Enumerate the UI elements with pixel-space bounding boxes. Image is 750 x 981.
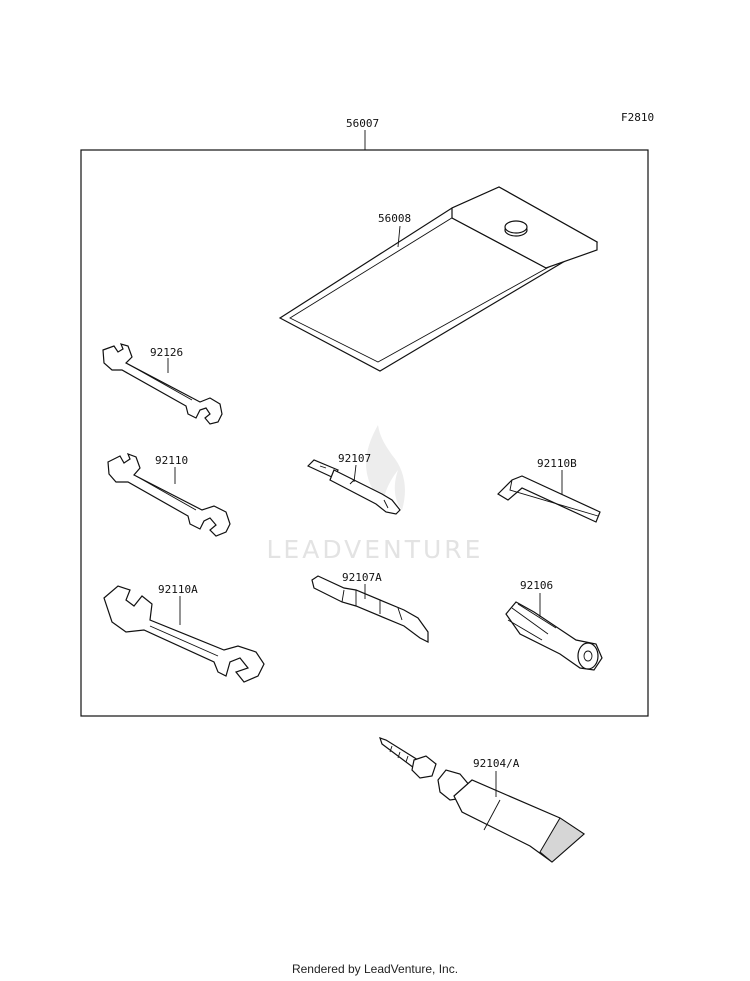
bit-92107A-drawing[interactable]	[311, 575, 429, 643]
handle-92106-drawing[interactable]	[505, 601, 603, 671]
bit-92107-drawing[interactable]	[306, 459, 401, 515]
case-leader-line	[397, 225, 401, 248]
part-label-56008[interactable]: 56008	[378, 212, 411, 225]
wrench-92110-drawing[interactable]	[107, 452, 231, 537]
part-label-92110[interactable]: 92110	[155, 454, 188, 467]
figure-code: F2810	[621, 111, 654, 124]
wrench-92110A-drawing[interactable]	[103, 585, 265, 683]
watermark-logo-icon	[366, 425, 405, 510]
part-label-92107[interactable]: 92107	[338, 452, 371, 465]
watermark-text: LEADVENTURE	[267, 535, 484, 564]
tool-case-drawing[interactable]	[278, 186, 599, 372]
part-label-92106[interactable]: 92106	[520, 579, 553, 592]
footer-credit: Rendered by LeadVenture, Inc.	[291, 962, 459, 976]
part-label-92107A[interactable]: 92107A	[342, 571, 382, 584]
hex-key-92110B-drawing[interactable]	[497, 475, 601, 523]
leader-92107	[353, 464, 357, 483]
part-label-92126[interactable]: 92126	[150, 346, 183, 359]
grease-tube-92104A-drawing[interactable]	[379, 737, 585, 863]
part-label-92104A[interactable]: 92104/A	[473, 757, 520, 770]
part-label-92110B[interactable]: 92110B	[537, 457, 577, 470]
watermark: LEADVENTURE	[267, 425, 484, 564]
kit-box	[80, 149, 649, 717]
part-label-56007[interactable]: 56007	[346, 117, 379, 130]
wrench-92126-drawing[interactable]	[102, 343, 223, 425]
part-label-92110A[interactable]: 92110A	[158, 583, 198, 596]
